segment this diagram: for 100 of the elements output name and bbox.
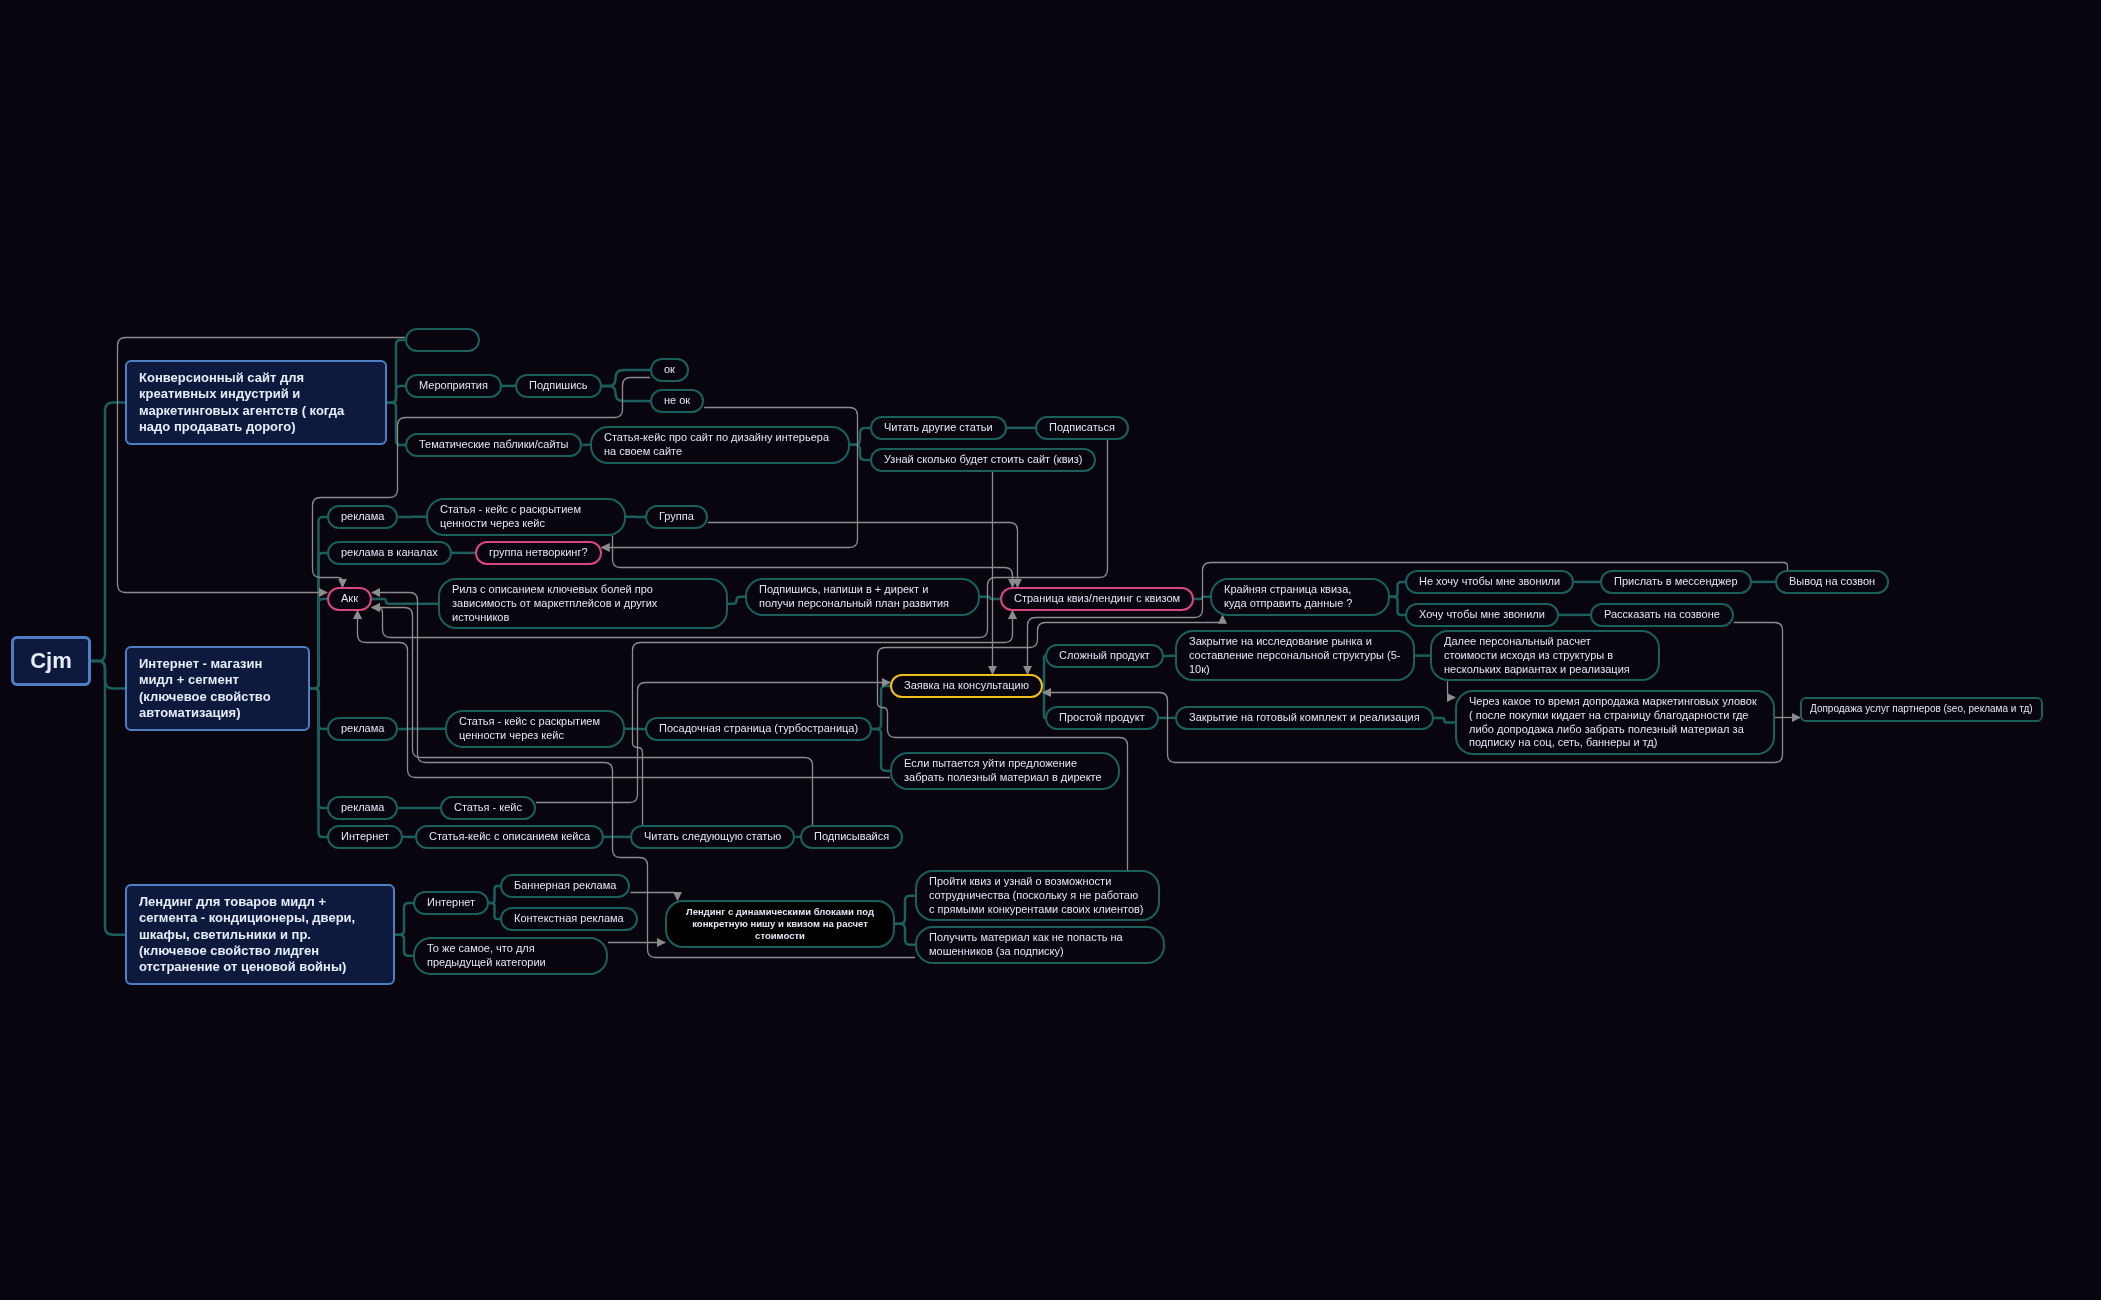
- topic-label: Заявка на консультацию: [904, 679, 1029, 693]
- topic-label: Сложный продукт: [1059, 649, 1150, 663]
- topic-pill: [1600, 570, 1752, 594]
- connector-line: [398, 806, 440, 810]
- root-topic-box: [11, 636, 91, 686]
- connector-line: [626, 515, 645, 519]
- arrow: [371, 602, 814, 826]
- topic-pill: [745, 578, 980, 616]
- connector-line: [451, 551, 475, 555]
- topic-pill: [1035, 416, 1129, 440]
- arrow: [876, 614, 1228, 871]
- topic-label: Хочу чтобы мне звонили: [1419, 608, 1545, 622]
- arrow: [352, 609, 891, 779]
- topic-pill: [440, 796, 536, 820]
- topic-label: Узнай сколько будет стоить сайт (квиз): [884, 453, 1083, 467]
- topic-pill: [645, 505, 708, 529]
- highlighted-topic-pill: [327, 587, 372, 611]
- topic-label: Простой продукт: [1059, 711, 1145, 725]
- topic-label: Конверсионный сайт для креативных индустрий и маркетинговых агентств ( когда надо продавать дорого): [139, 370, 346, 435]
- connector-line: [1558, 613, 1590, 617]
- topic-label: Через какое то время допродажа маркетинговых уловок ( после покупки кидает на страницу благодарности где либо допродажа либо забрать полезный материал за подписку на соц, сеть, баннеры и тд): [1469, 695, 1758, 750]
- topic-label: Закрытие на исследование рынка и составление персональной структуры (5-10к): [1189, 635, 1401, 677]
- topic-label: Статья - кейс с раскрытием ценности через кейс: [440, 503, 582, 531]
- topic-label: Интернет - магазин мидл + сегмент (ключевое свойство автоматизация): [139, 656, 272, 721]
- connector-line: [1574, 580, 1600, 584]
- topic-pill: [870, 448, 1097, 472]
- topic-label: реклама в каналах: [341, 546, 438, 560]
- topic-pill: [1045, 706, 1159, 730]
- connector-line: [850, 443, 870, 462]
- topic-pill: [1045, 644, 1164, 668]
- topic-label: Баннерная реклама: [514, 879, 617, 893]
- topic-label: Страница квиз/лендинг с квизом: [1014, 592, 1181, 606]
- connector-line: [601, 384, 650, 403]
- topic-label: Пройти квиз и узнай о возможности сотрудничества (поскольку я не работаю с прямыми конкурентами своих клиентов): [929, 875, 1145, 917]
- topic-pill: [630, 825, 796, 849]
- connector-line: [980, 595, 1000, 601]
- topic-label: Статья - кейс с раскрытием ценности через кейс: [459, 715, 601, 743]
- topic-pill: [327, 505, 399, 529]
- topic-label: Далее персональный расчет стоимости исходя из структуры в нескольких вариантах и реализация: [1444, 635, 1631, 677]
- topic-label: Тематические паблики/сайты: [419, 438, 569, 452]
- topic-label: Подпишись, напиши в + директ и получи персональный план развития: [759, 583, 951, 611]
- topic-label: Рилз с описанием ключевых болей про зависимость от маркетплейсов и других источников: [452, 583, 659, 625]
- topic-label: Группа: [659, 510, 694, 524]
- topic-pill: [327, 541, 452, 565]
- topic-label: ок: [664, 363, 675, 377]
- arrow: [629, 891, 683, 901]
- arrow: [311, 376, 651, 588]
- topic-pill: [800, 825, 904, 849]
- connector-line: [1163, 654, 1175, 658]
- topic-pill: [1405, 570, 1575, 594]
- topic-pill: [438, 578, 728, 630]
- arrow: [1042, 621, 1784, 764]
- topic-label: Читать следующую статью: [644, 830, 782, 844]
- topic-label: Интернет: [427, 896, 475, 910]
- topic-label: Крайняя страница квиза, куда отправить данные ?: [1224, 583, 1354, 611]
- connector-line: [728, 595, 745, 605]
- connector-line: [489, 901, 500, 921]
- topic-label: реклама: [341, 801, 385, 815]
- topic-pill: [915, 926, 1165, 964]
- arrow: [600, 406, 859, 553]
- connector-line: [1433, 716, 1455, 724]
- topic-label: Рассказать на созвоне: [1604, 608, 1720, 622]
- topic-pill: [1405, 603, 1559, 627]
- topic-pill: [426, 498, 626, 536]
- arrow: [631, 609, 1018, 826]
- topic-label: Прислать в мессенджер: [1614, 575, 1738, 589]
- connector-line: [1041, 684, 1047, 720]
- arrow: [987, 471, 998, 675]
- connector-line: [604, 835, 630, 839]
- topic-pill: [445, 710, 625, 748]
- connector-line: [387, 401, 405, 447]
- topic-label: Акк: [341, 592, 358, 606]
- topic-label: Подпишись: [529, 379, 588, 393]
- topic-label: Вывод на созвон: [1789, 575, 1876, 589]
- topic-label: Статья-кейс про сайт по дизайну интерьера на своем сайте: [604, 431, 831, 459]
- topic-pill: [415, 825, 605, 849]
- topic-pill: [650, 389, 705, 413]
- topic-pill: [1175, 630, 1415, 682]
- connector-line: [872, 727, 890, 772]
- topic-pill: [500, 874, 631, 898]
- branch-topic-box: [125, 360, 387, 445]
- topic-label: Мероприятия: [419, 379, 488, 393]
- topic-label: Cjm: [30, 647, 72, 675]
- topic-box: [1800, 697, 2043, 722]
- connector-line: [395, 933, 413, 957]
- connector-line: [1390, 595, 1405, 617]
- branch-topic-box: [125, 646, 310, 731]
- topic-label: группа нетворкинг?: [489, 546, 588, 560]
- topic-label: реклама: [341, 510, 385, 524]
- connector-line: [1041, 654, 1047, 688]
- highlighted-topic-pill: [890, 674, 1043, 698]
- connector-line: [1751, 580, 1775, 584]
- topic-pill: [327, 825, 403, 849]
- topic-label: Лендинг для товаров мидл + сегмента - кондиционеры, двери, шкафы, светильники и пр. (ключевое свойство лидген отстранение от ценовой войны): [139, 894, 357, 976]
- topic-pill: [590, 426, 850, 464]
- topic-label: Не хочу чтобы мне звонили: [1419, 575, 1561, 589]
- connector-line: [310, 687, 327, 839]
- topic-label: Подписаться: [1049, 421, 1115, 435]
- topic-label: Получить материал как не попасть на мошенников (за подписку): [929, 931, 1124, 959]
- connector-line: [625, 727, 645, 731]
